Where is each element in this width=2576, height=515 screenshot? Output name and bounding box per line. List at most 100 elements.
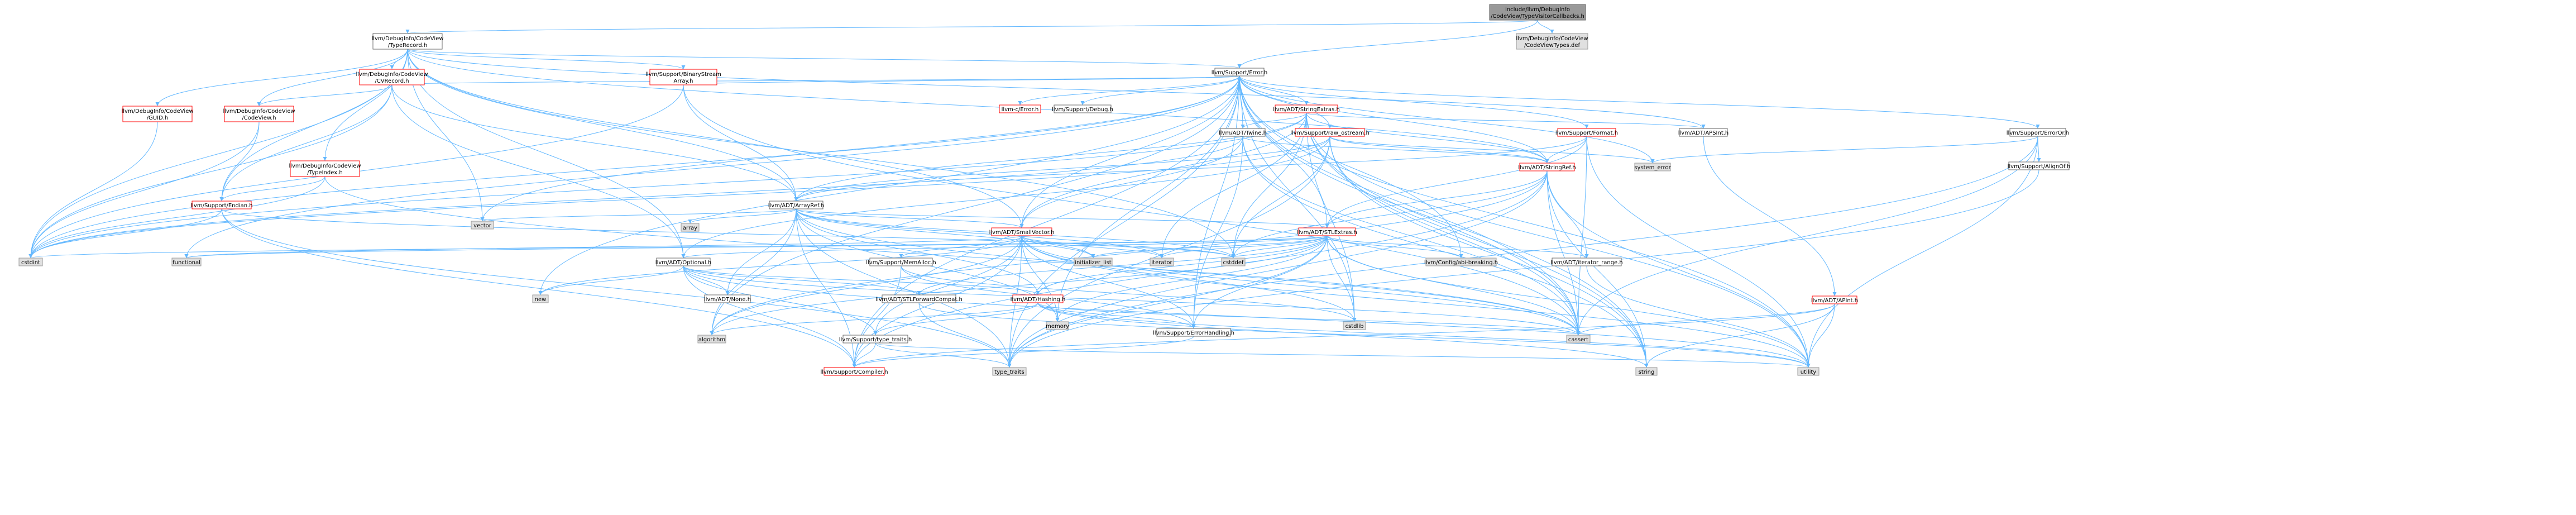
edge-stringextras-to-utility — [1306, 112, 1811, 368]
node-stlfwd[interactable]: llvm/ADT/STLForwardCompat.h — [875, 294, 963, 303]
node-label: /TypeIndex.h — [307, 170, 342, 176]
edge-stringref-to-typetraits2 — [1007, 170, 1548, 368]
node-typerecord[interactable]: llvm/DebugInfo/CodeView/TypeRecord.h — [371, 33, 444, 50]
node-format[interactable]: llvm/Support/Format.h — [1555, 128, 1618, 137]
node-endian[interactable]: llvm/Support/Endian.h — [190, 201, 253, 209]
node-apsint[interactable]: llvm/ADT/APSInt.h — [1678, 128, 1729, 137]
edge-aligno-to-typetraits2 — [1007, 169, 2039, 368]
edge-stringextras-to-cassert — [1306, 112, 1581, 336]
edge-stlextras-to-algorithm — [710, 235, 1328, 336]
edge-error-to-format — [1239, 75, 1589, 129]
edge-rawostream-to-stringref — [1329, 136, 1549, 164]
node-cerror[interactable]: llvm-c/Error.h — [999, 104, 1041, 113]
edge-typerecord-to-cstdint — [28, 49, 408, 259]
node-root[interactable]: include/llvm/DebugInfo/CodeView/TypeVisi… — [1489, 4, 1586, 21]
edge-memalloc-to-cstdlib — [901, 265, 1357, 322]
node-cvrecord[interactable]: llvm/DebugInfo/CodeView/CVRecord.h — [356, 69, 428, 85]
node-label: llvm/Support/Compiler.h — [820, 369, 888, 375]
node-label: llvm/ADT/iterator_range.h — [1550, 260, 1622, 266]
node-cstddef[interactable]: cstddef — [1221, 258, 1246, 266]
node-cstdint[interactable]: cstdint — [18, 258, 43, 266]
edge-apint-to-utility — [1806, 303, 1835, 368]
edge-optional-to-new — [538, 265, 684, 295]
node-typeindex[interactable]: llvm/DebugInfo/CodeView/TypeIndex.h — [289, 160, 361, 177]
edge-optional-to-none — [683, 265, 730, 295]
node-optional[interactable]: llvm/ADT/Optional.h — [655, 258, 711, 266]
edge-apsint-to-apint — [1703, 136, 1837, 297]
node-label: llvm/DebugInfo/CodeView — [1516, 36, 1588, 42]
node-label: llvm/Config/abi-breaking.h — [1424, 260, 1498, 266]
edge-typerecord-to-optional — [407, 49, 686, 259]
edge-stringref-to-iterrange — [1546, 170, 1589, 259]
node-box — [1150, 258, 1174, 266]
edge-stringref-to-utility — [1546, 170, 1811, 368]
node-stringref[interactable]: llvm/ADT/StringRef.h — [1518, 163, 1576, 171]
edge-stringextras-to-arrayref — [794, 112, 1307, 202]
node-utility[interactable]: utility — [1797, 367, 1820, 376]
node-guid[interactable]: llvm/DebugInfo/CodeView/GUID.h — [121, 106, 194, 122]
node-iterrange[interactable]: llvm/ADT/iterator_range.h — [1550, 258, 1623, 266]
node-erroror[interactable]: llvm/Support/ErrorOr.h — [2007, 128, 2069, 137]
node-iterator[interactable]: iterator — [1150, 258, 1174, 266]
edge-hashing-to-algorithm — [710, 302, 1038, 336]
node-none[interactable]: llvm/ADT/None.h — [704, 294, 751, 303]
edge-optional-to-hashing — [683, 265, 1040, 295]
node-cstdlib[interactable]: cstdlib — [1343, 321, 1366, 330]
edge-stlextras-to-cstdlib — [1327, 235, 1357, 322]
edge-arrayref-to-vector — [480, 208, 797, 222]
edge-format-to-arrayref — [794, 136, 1587, 202]
node-smallvector[interactable]: llvm/ADT/SmallVector.h — [989, 227, 1055, 236]
node-rawostream[interactable]: llvm/Support/raw_ostream.h — [1290, 128, 1370, 137]
node-label: memory — [1046, 323, 1069, 330]
node-functional[interactable]: functional — [171, 258, 202, 266]
edge-optional-to-compiler — [683, 265, 856, 368]
node-new[interactable]: new — [532, 294, 549, 303]
node-array[interactable]: array — [681, 223, 700, 232]
edge-cvrecord-to-error — [391, 75, 1241, 85]
edge-stringextras-to-cstdlib — [1306, 112, 1357, 322]
node-configabi[interactable]: llvm/Config/abi-breaking.h — [1424, 258, 1498, 266]
node-stlextras[interactable]: llvm/ADT/STLExtras.h — [1297, 227, 1357, 236]
node-label: /TypeRecord.h — [388, 42, 427, 49]
node-twine[interactable]: llvm/ADT/Twine.h — [1219, 128, 1267, 137]
node-hashing[interactable]: llvm/ADT/Hashing.h — [1011, 294, 1066, 303]
node-typetraits2[interactable]: type_traits — [992, 367, 1027, 376]
node-vector[interactable]: vector — [471, 221, 494, 230]
edge-rawostream-to-cstddef — [1231, 136, 1330, 259]
node-cassert[interactable]: cassert — [1566, 335, 1591, 344]
edge-error-to-cassert — [1239, 75, 1581, 336]
node-typesdef[interactable]: llvm/DebugInfo/CodeView/CodeViewTypes.de… — [1516, 33, 1588, 50]
edge-stlextras-to-initlist — [1091, 235, 1328, 259]
node-box — [471, 221, 494, 230]
edge-error-to-erroror — [1239, 75, 2040, 129]
node-box — [769, 201, 823, 209]
node-initlist[interactable]: initializer_list — [1074, 258, 1113, 266]
node-errhandling[interactable]: llvm/Support/ErrorHandling.h — [1153, 328, 1234, 337]
node-algorithm[interactable]: algorithm — [697, 335, 726, 344]
node-memory[interactable]: memory — [1046, 321, 1069, 330]
node-box — [999, 104, 1041, 113]
node-compiler[interactable]: llvm/Support/Compiler.h — [820, 367, 888, 376]
node-apint[interactable]: llvm/ADT/APInt.h — [1811, 295, 1858, 304]
node-label: new — [535, 297, 547, 303]
edge-endian-to-typetraits2 — [221, 208, 1012, 368]
edge-apint-to-string — [1644, 303, 1835, 368]
node-arrayref[interactable]: llvm/ADT/ArrayRef.h — [768, 201, 825, 209]
node-label: string — [1639, 369, 1655, 375]
node-label: functional — [173, 260, 200, 266]
node-error[interactable]: llvm/Support/Error.h — [1212, 68, 1267, 77]
node-systemerror[interactable]: system_error — [1634, 163, 1672, 171]
node-memalloc[interactable]: llvm/Support/MemAlloc.h — [866, 258, 936, 266]
edge-error-to-typetraits2 — [1007, 75, 1240, 368]
node-box — [1054, 104, 1112, 113]
node-stringextras[interactable]: llvm/ADT/StringExtras.h — [1273, 104, 1340, 113]
node-string[interactable]: string — [1635, 367, 1658, 376]
node-box — [1074, 258, 1113, 266]
node-aligno[interactable]: llvm/Support/AlignOf.h — [2008, 161, 2071, 170]
node-typetraits[interactable]: llvm/Support/type_traits.h — [839, 335, 912, 344]
node-debug[interactable]: llvm/Support/Debug.h — [1052, 104, 1113, 113]
node-box — [1489, 4, 1586, 21]
node-codeview[interactable]: llvm/DebugInfo/CodeView/CodeView.h — [223, 106, 295, 122]
